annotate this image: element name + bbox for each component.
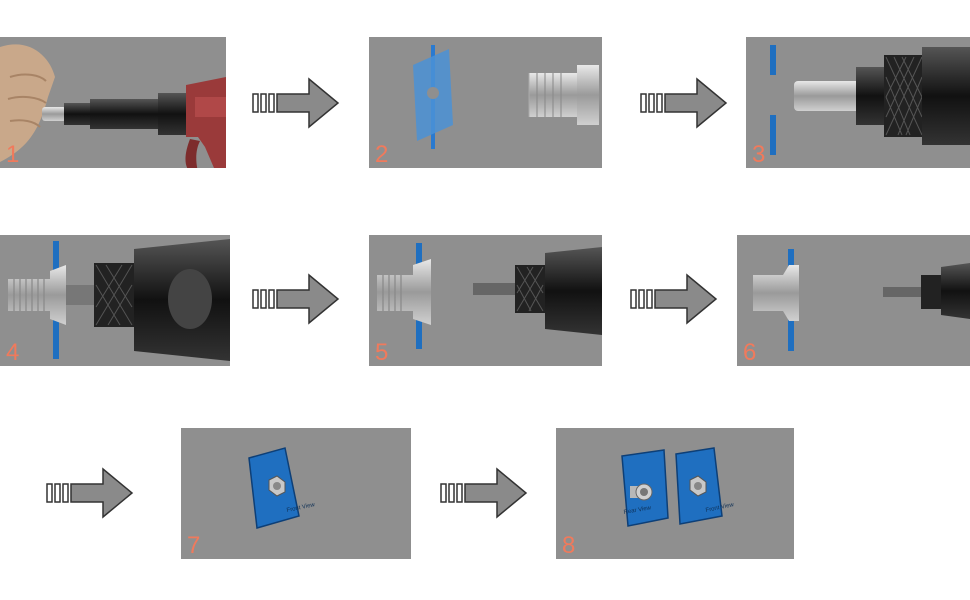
step-3-panel: 3 bbox=[746, 37, 970, 168]
finished-sheet-front-view-illustration: Front View bbox=[181, 428, 411, 559]
step-number: 7 bbox=[187, 533, 200, 559]
step-number: 4 bbox=[6, 340, 19, 366]
step-7-panel: Front View 7 bbox=[181, 428, 411, 559]
step-5-panel: 5 bbox=[369, 235, 602, 366]
finished-sheet-rear-and-front-view-illustration: Rear View Front View bbox=[556, 428, 794, 559]
step-number: 3 bbox=[752, 142, 765, 168]
step-number: 5 bbox=[375, 340, 388, 366]
step-8-panel: Rear View Front View 8 bbox=[556, 428, 794, 559]
arrow-right-icon bbox=[252, 77, 340, 129]
sheet-and-rivet-illustration bbox=[369, 37, 602, 168]
rivet-threaded-on-mandrel-illustration bbox=[0, 235, 230, 366]
tool-with-rivet-illustration bbox=[746, 37, 970, 168]
step-number: 8 bbox=[562, 533, 575, 559]
step-2-panel: 2 bbox=[369, 37, 602, 168]
step-number: 6 bbox=[743, 340, 756, 366]
arrow-right-icon bbox=[46, 467, 134, 519]
step-number: 1 bbox=[6, 142, 19, 168]
step-1-panel: 1 bbox=[0, 37, 226, 168]
step-6-panel: 6 bbox=[737, 235, 970, 366]
rivet-set-in-sheet-illustration bbox=[369, 235, 602, 366]
step-number: 2 bbox=[375, 142, 388, 168]
arrow-right-icon bbox=[252, 273, 340, 325]
installed-rivet-illustration bbox=[737, 235, 970, 366]
arrow-right-icon bbox=[640, 77, 728, 129]
step-4-panel: 4 bbox=[0, 235, 230, 366]
arrow-right-icon bbox=[630, 273, 718, 325]
arrow-right-icon bbox=[440, 467, 528, 519]
rivet-gun-illustration bbox=[0, 37, 226, 168]
